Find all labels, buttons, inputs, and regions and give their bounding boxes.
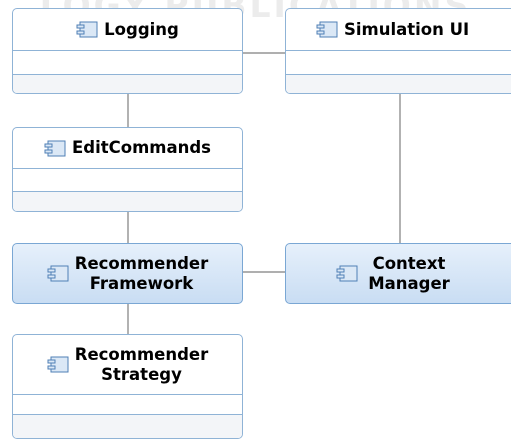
component-name: Simulation UI (344, 19, 470, 39)
component-recommender-framework[interactable]: Recommender Framework (12, 243, 243, 304)
component-icon (76, 21, 98, 38)
component-context-manager[interactable]: Context Manager (285, 243, 511, 304)
attributes-compartment (13, 50, 242, 74)
component-editcommands[interactable]: EditCommands (12, 127, 243, 212)
operations-compartment (13, 74, 242, 93)
component-icon (47, 265, 69, 282)
component-name: Recommender Framework (75, 254, 208, 294)
name-line-2: Framework (89, 273, 194, 293)
component-recommender-strategy[interactable]: Recommender Strategy (12, 334, 243, 439)
component-logging[interactable]: Logging (12, 8, 243, 94)
name-line-1: Recommender (74, 253, 209, 273)
component-icon (316, 21, 338, 38)
component-name: EditCommands (72, 138, 211, 157)
component-name: Context Manager (364, 254, 454, 294)
name-line-2: Strategy (101, 364, 182, 384)
component-icon (336, 265, 358, 282)
operations-compartment (13, 191, 242, 211)
operations-compartment (286, 74, 511, 93)
name-line-2: Manager (368, 273, 450, 293)
name-line-1: Context (372, 253, 446, 273)
component-icon (44, 140, 66, 156)
attributes-compartment (13, 394, 242, 414)
component-icon (47, 356, 69, 373)
component-name: Recommender Strategy (75, 345, 208, 385)
component-name: Logging (104, 19, 179, 39)
attributes-compartment (13, 168, 242, 191)
operations-compartment (13, 414, 242, 438)
name-line-1: Recommender (74, 344, 209, 364)
attributes-compartment (286, 50, 511, 74)
component-simulation-ui[interactable]: Simulation UI (285, 8, 511, 94)
